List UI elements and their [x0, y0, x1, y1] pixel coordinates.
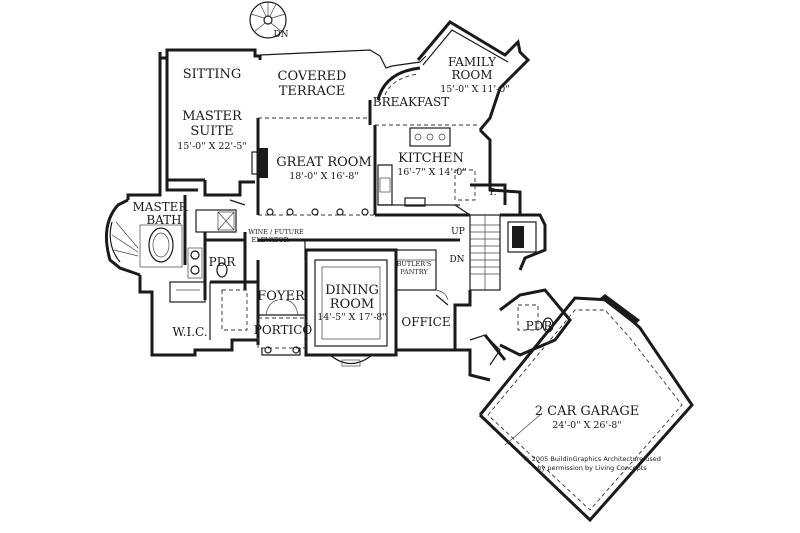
powder-room-left — [187, 247, 228, 279]
label-garage: 2 CAR GARAGE — [535, 404, 639, 419]
spiral-stair-top — [249, 1, 287, 39]
room-labels: SITTING COVERED TERRACE FAMILY ROOM 15'-… — [133, 55, 640, 431]
label-sitting: SITTING — [183, 67, 242, 82]
label-garage-dim: 24'-0" X 26'-8" — [552, 420, 621, 431]
label-master-suite-1: MASTER — [182, 109, 243, 124]
master-bath-tower — [104, 198, 183, 277]
foyer-walls — [256, 260, 307, 356]
label-up: UP — [451, 227, 465, 237]
label-wine-1: WINE / FUTURE — [248, 228, 304, 236]
label-dining-dim: 14'-5" X 17'-8" — [317, 312, 386, 323]
office-walls — [394, 249, 472, 352]
label-kitchen: KITCHEN — [398, 151, 464, 166]
stair-right — [469, 213, 547, 291]
label-great-room-dim: 18'-0" X 16'-8" — [289, 171, 358, 182]
label-dining-2: ROOM — [330, 297, 374, 312]
label-pdr-left: PDR — [209, 255, 237, 269]
label-master-bath-2: BATH — [146, 213, 181, 227]
credit-line-1: © 2005 BuildinGraphics Architecture used — [523, 455, 661, 463]
garage-outline — [478, 294, 694, 523]
label-butlers-2: PANTRY — [400, 268, 428, 276]
label-great-room: GREAT ROOM — [276, 155, 372, 170]
label-family-room-1: FAMILY — [448, 55, 497, 69]
label-family-room-2: ROOM — [452, 68, 493, 82]
label-master-bath-1: MASTER — [133, 200, 189, 214]
label-wic: W.I.C. — [172, 325, 207, 339]
stair-labels: DN UP DN — [273, 30, 464, 265]
label-covered-terrace-2: TERRACE — [279, 84, 346, 99]
credit: © 2005 BuildinGraphics Architecture used… — [523, 455, 661, 472]
label-pantry: P. — [489, 188, 496, 198]
label-breakfast: BREAKFAST — [373, 95, 449, 109]
label-office: OFFICE — [401, 315, 450, 329]
house-outline — [126, 20, 531, 215]
label-dn-top: DN — [273, 30, 288, 40]
label-wine-2: ELEVATOR — [252, 236, 290, 244]
wic-area — [138, 275, 258, 357]
label-master-suite-2: SUITE — [190, 124, 233, 139]
label-family-room-dim: 15'-0" X 11'-0" — [440, 84, 509, 95]
label-pdr-right: PDR — [526, 319, 554, 333]
garage-connector — [455, 288, 572, 382]
label-covered-terrace-1: COVERED — [278, 69, 347, 84]
label-kitchen-dim: 16'-7" X 14'-0" — [397, 167, 466, 178]
label-dn-right: DN — [449, 255, 464, 265]
label-master-suite-dim: 15'-0" X 22'-5" — [177, 141, 246, 152]
great-room-walls — [251, 117, 377, 215]
label-portico: PORTICO — [254, 323, 313, 337]
label-foyer: FOYER — [257, 289, 306, 304]
kitchen-walls — [375, 124, 507, 216]
label-dining-1: DINING — [325, 283, 379, 298]
label-butlers-1: BUTLER'S — [397, 260, 432, 268]
credit-line-2: by permission by Living Concepts — [537, 464, 647, 472]
